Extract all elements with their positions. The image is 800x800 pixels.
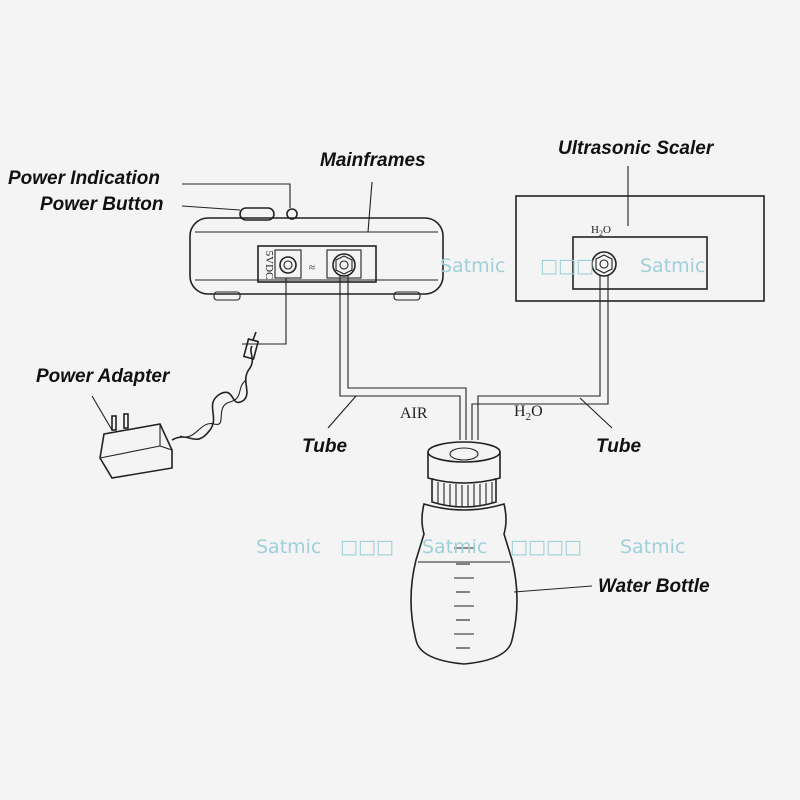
leader-power-button: [181, 205, 241, 211]
adapter-cable: [171, 345, 254, 441]
label-power-adapter: Power Adapter: [36, 366, 171, 387]
adapter-prong-left: [111, 415, 117, 431]
air-outlet-nut-icon: [335, 255, 353, 275]
scaler-h2o-label: H2O: [591, 224, 611, 238]
label-power-indication: Power Indication: [8, 168, 160, 189]
leader-power-indication: [182, 183, 291, 208]
watermark-glyphs-middle-right: □□□□: [510, 536, 582, 558]
scaler-connector-nut-icon: [595, 254, 613, 274]
watermark-middle-right: Satmic: [620, 536, 685, 558]
mainframe-unit: 5VDC ≈: [189, 207, 444, 301]
adapter-plug-tip: [252, 331, 257, 341]
power-adapter: [99, 331, 260, 479]
ultrasonic-scaler-unit: H2O: [515, 195, 765, 302]
mainframe-foot-left: [213, 291, 241, 301]
air-outlet-core-icon: [339, 260, 349, 270]
power-indicator-icon: [286, 208, 298, 220]
air-symbol-icon: ≈: [309, 262, 315, 274]
adapter-edge-1: [99, 445, 161, 459]
power-jack-frame: [274, 249, 302, 279]
mainframe-panel-label: 5VDC: [263, 251, 275, 280]
label-power-button: Power Button: [40, 194, 164, 215]
leader-power-jack: [242, 278, 287, 345]
watermark-middle-center: Satmic: [422, 536, 487, 558]
mainframe-foot-right: [393, 291, 421, 301]
power-jack-icon: [279, 256, 297, 274]
bottle-cap-center-icon: [449, 447, 479, 461]
label-tube-right: Tube: [596, 436, 641, 457]
water-tube-outer: [477, 276, 601, 440]
power-button-icon: [239, 207, 275, 221]
air-tube-outer: [339, 276, 461, 440]
water-bottle: [410, 441, 518, 665]
air-tube-inner: [347, 276, 467, 440]
label-ultrasonic-scaler: Ultrasonic Scaler: [558, 138, 715, 159]
bottle-cap-knurled: [431, 478, 497, 508]
adapter-cable-coil: [179, 379, 247, 438]
scaler-outer-frame: [515, 195, 765, 302]
scaler-water-connector-icon: [591, 251, 617, 277]
mainframe-rear-panel: [257, 245, 377, 283]
scaler-connector-core-icon: [599, 259, 609, 269]
bottle-body: [410, 502, 518, 665]
watermark-middle-left: Satmic: [256, 536, 321, 558]
bottle-cap-top: [427, 441, 501, 463]
leader-mainframes: [367, 181, 373, 233]
bottle-scale-marks: [454, 547, 474, 649]
leader-tube-right: [579, 397, 613, 429]
bottle-cap-upper: [427, 452, 501, 484]
water-tube-label: H2O: [514, 403, 543, 423]
mainframe-body: [189, 217, 444, 295]
adapter-edge-2: [159, 445, 173, 451]
air-outlet-connector-icon: [332, 253, 356, 277]
watermark-top-left: Satmic: [440, 255, 505, 277]
label-mainframes: Mainframes: [320, 150, 426, 171]
tubes: [339, 276, 609, 440]
leader-water-bottle: [513, 585, 593, 593]
leader-tube-left: [327, 395, 357, 429]
air-tube-label: AIR: [400, 405, 428, 422]
label-water-bottle: Water Bottle: [598, 576, 710, 597]
leader-power-adapter: [91, 395, 113, 431]
air-outlet-frame: [326, 249, 362, 279]
cap-knurl-lines: [437, 482, 493, 507]
watermark-top-right: Satmic: [640, 255, 705, 277]
scaler-inner-panel: [572, 236, 708, 290]
leader-lines: [91, 166, 629, 593]
label-tube-left: Tube: [302, 436, 347, 457]
watermark-glyphs-middle-left: □□□: [340, 536, 394, 558]
water-tube-inner: [471, 276, 609, 440]
power-jack-inner-icon: [283, 260, 293, 270]
adapter-plug-icon: [242, 338, 260, 360]
watermark-glyphs-top: □□□: [540, 255, 594, 277]
adapter-prong-right: [123, 413, 129, 429]
